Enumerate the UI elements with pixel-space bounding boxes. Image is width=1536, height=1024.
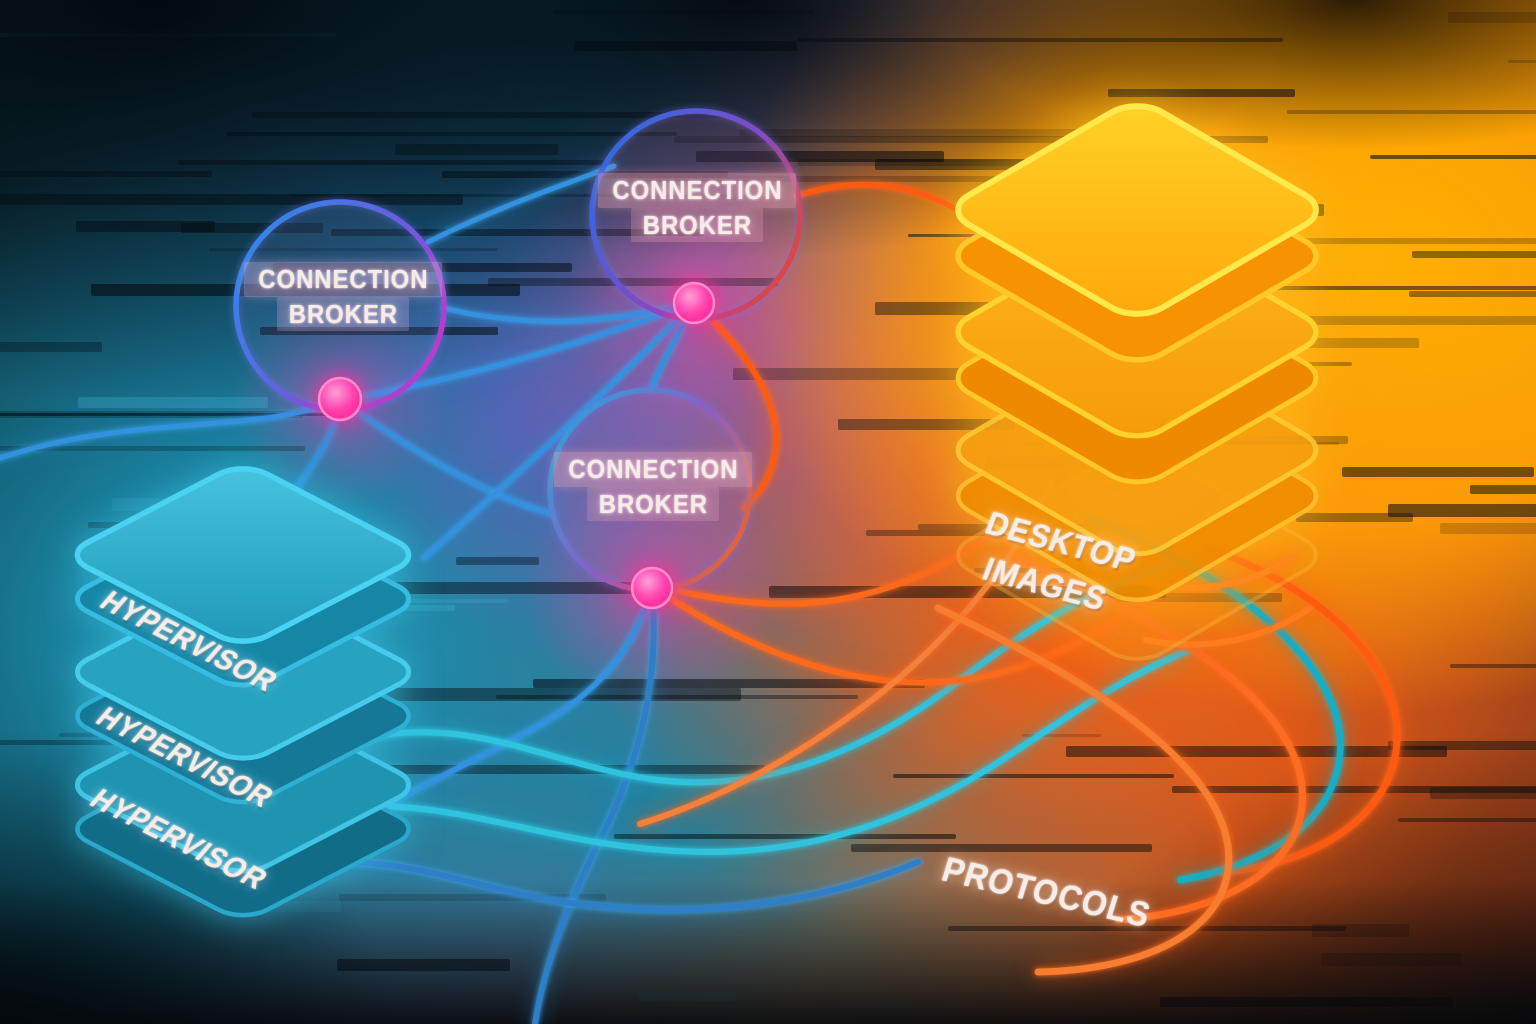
broker2-line2: BROKER [642,209,752,240]
broker2-label: CONNECTION BROKER [592,173,802,242]
hypervisor-slab-1 [63,462,422,693]
broker3-line1: CONNECTION [568,454,738,484]
hypervisor-stack [63,462,422,923]
broker-rings [233,108,803,593]
desktop-slab-1 [943,98,1330,369]
broker3-label: CONNECTION BROKER [548,452,758,521]
broker1-node [317,376,363,422]
broker1-line2: BROKER [288,298,398,329]
broker3-node [630,566,674,610]
broker2-node [672,281,716,325]
desktop-images-stack [943,98,1330,668]
broker2-line1: CONNECTION [612,175,782,205]
broker1-label: CONNECTION BROKER [238,262,448,331]
broker3-line2: BROKER [598,488,708,519]
broker-nodes [317,281,716,610]
broker1-line1: CONNECTION [258,264,428,294]
